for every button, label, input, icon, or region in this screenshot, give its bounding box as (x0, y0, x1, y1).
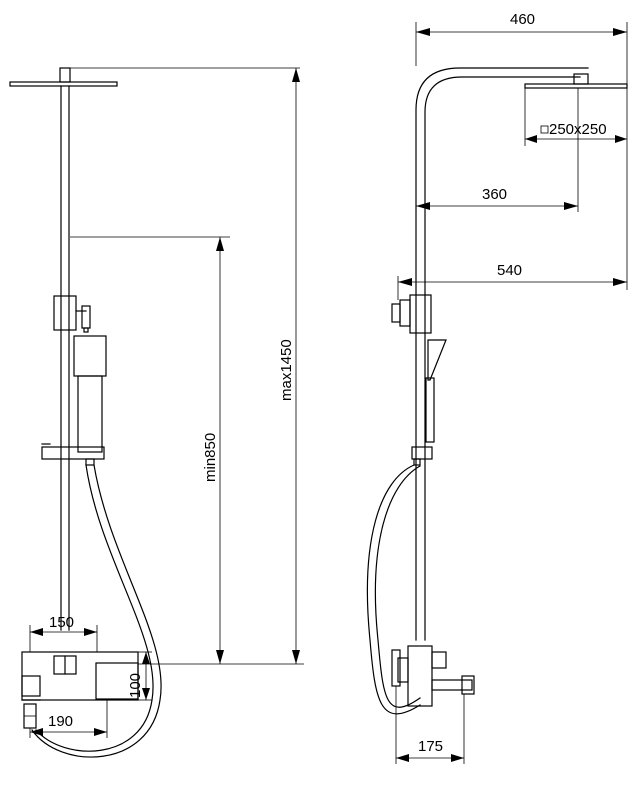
front-dim-100-arrow-bottom (142, 688, 150, 700)
front-hand-shower-head (73, 335, 107, 377)
side-dim-460-arrow-right (613, 28, 627, 36)
front-dim-min-arrow-top (216, 237, 224, 251)
side-riser-outer (415, 67, 589, 641)
side-diverter-knob-base (399, 299, 411, 327)
side-mixer-handle-base (397, 657, 409, 683)
front-dim-min-arrow-bottom (216, 650, 224, 664)
front-dim-150-arrow-left (30, 628, 43, 636)
side-dim-460-arrow-left (416, 28, 430, 36)
side-hose-connector (413, 458, 421, 466)
side-dim-175-arrow-left (396, 754, 409, 762)
front-dim-max-label: max1450 (278, 339, 295, 401)
side-dim-250-arrow-left (525, 135, 537, 143)
side-dim-460-label: 460 (510, 11, 535, 28)
front-dim-min-label: min850 (202, 433, 219, 482)
side-hose-outer (366, 464, 421, 715)
side-diverter (409, 294, 432, 334)
side-dim-540-label: 540 (497, 262, 522, 279)
side-dim-175-arrow-right (451, 754, 464, 762)
front-diverter-knob (81, 305, 91, 329)
front-hose-connector (85, 458, 95, 466)
front-head-connector (59, 67, 71, 83)
side-dim-360-arrow-right (564, 202, 578, 210)
front-spout (21, 675, 41, 697)
side-dim-540-arrow-right (613, 278, 627, 286)
front-hose-outer (31, 464, 162, 758)
side-view: 460 250x250 360 540 175 (366, 11, 628, 764)
square-symbol-icon (540, 125, 549, 134)
side-hand-shower-head (427, 339, 447, 381)
front-mixer-handle (95, 662, 139, 700)
side-dim-540-arrow-left (398, 278, 412, 286)
front-dim-max-arrow-bottom (292, 650, 300, 664)
side-hand-shower-handle (425, 377, 435, 443)
side-head-connector (573, 73, 589, 85)
side-riser-inner (424, 76, 581, 641)
side-rain-head (524, 83, 628, 89)
side-spout (431, 679, 473, 691)
front-dim-190-arrow-right (94, 728, 107, 736)
side-mixer-connector (431, 651, 447, 669)
front-dim-max-arrow-top (292, 68, 300, 82)
side-dim-360-label: 360 (482, 186, 507, 203)
front-dim-190-label: 190 (48, 713, 73, 730)
side-diverter-knob (391, 303, 401, 323)
front-slide-bracket (41, 446, 105, 460)
side-dim-250-arrow-right (615, 135, 627, 143)
side-spout-tip (461, 675, 475, 695)
front-dim-150-arrow-right (84, 628, 97, 636)
side-slide-bracket (411, 446, 433, 460)
front-hand-shower-handle (77, 375, 103, 453)
front-diverter-tip (83, 327, 89, 333)
side-dim-360-arrow-left (416, 202, 430, 210)
front-diverter (53, 295, 77, 331)
side-hose-inner (374, 465, 421, 708)
side-mixer-handle (391, 649, 401, 687)
front-hose-inner (35, 464, 154, 752)
front-dim-100-label: 100 (127, 673, 144, 698)
side-mixer-body (407, 645, 433, 707)
front-dim-100-arrow-top (142, 652, 150, 664)
front-dim-150-label: 150 (49, 614, 74, 631)
front-dim-190-arrow-left (30, 728, 43, 736)
front-view: max1450 min850 150 100 190 (9, 67, 304, 758)
side-dim-175-label: 175 (418, 738, 443, 755)
